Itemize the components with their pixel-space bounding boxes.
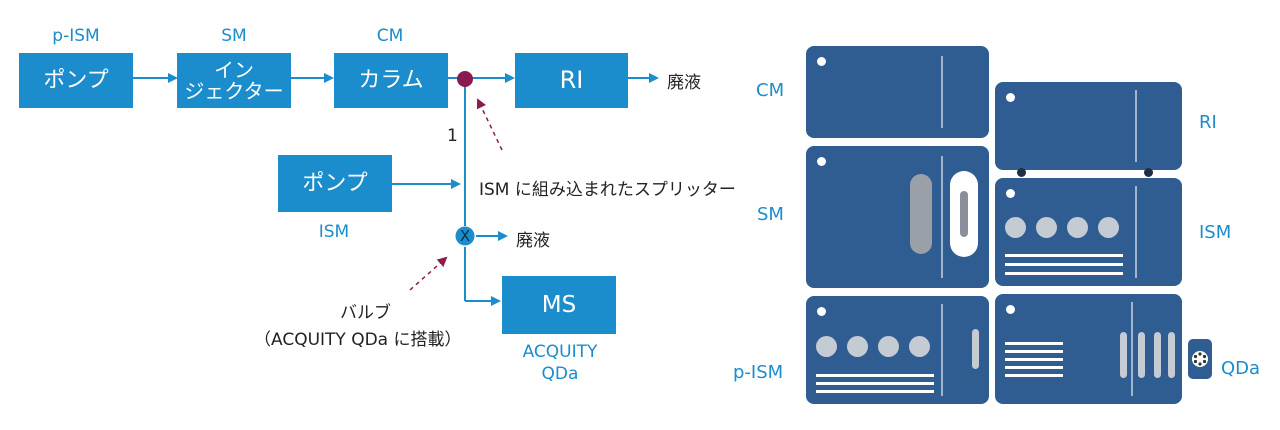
ism-port-2: [1036, 217, 1057, 238]
ism-label: ISM: [318, 222, 350, 242]
stack-cm-label: CM: [756, 80, 785, 101]
valve-pointer-arrow: [409, 256, 448, 291]
ism-unit: [995, 178, 1182, 286]
injector-box: イン ジェクター: [177, 53, 291, 108]
pism-port-1: [816, 336, 837, 357]
qda-label-line2: QDa: [541, 364, 579, 384]
ism-vent-2: [1005, 263, 1123, 266]
qda-indicator: [1006, 305, 1015, 314]
stack-pism-label: p-ISM: [733, 362, 784, 383]
ism-pump-box: ポンプ: [278, 155, 392, 212]
valve-symbol: X: [459, 227, 471, 245]
ism-vent-1: [1005, 254, 1123, 257]
cm-label: CM: [376, 26, 404, 46]
waste-mid-label: 廃液: [516, 231, 550, 251]
ri-foot-left: [1017, 168, 1026, 177]
qda-vent-2: [1005, 350, 1063, 353]
cm-indicator: [817, 57, 826, 66]
pism-port-3: [878, 336, 899, 357]
ri-box: RI: [515, 53, 628, 108]
stack-ism-label: ISM: [1199, 222, 1232, 243]
qda-vent-5: [1005, 374, 1063, 377]
qda-panel-line: [1131, 302, 1133, 396]
valve-circle: [455, 226, 475, 246]
cm-panel-line: [941, 56, 943, 128]
pism-port-4: [909, 336, 930, 357]
ism-port-3: [1067, 217, 1088, 238]
sm-handle-grip: [960, 191, 968, 237]
qda-connector-icon: [1192, 351, 1208, 367]
column-box: カラム: [334, 53, 448, 108]
injector-line2: ジェクター: [184, 78, 284, 103]
ms-box: MS: [502, 276, 616, 334]
pump-box: ポンプ: [19, 53, 133, 108]
qda-slot-4: [1168, 332, 1175, 378]
pism-panel-line: [941, 304, 943, 396]
qda-side-port: [1188, 339, 1212, 379]
split-number: 1: [447, 126, 458, 146]
cm-unit: [806, 46, 989, 138]
sm-label: SM: [221, 26, 247, 46]
qda-unit: [995, 294, 1182, 404]
pism-label: p-ISM: [52, 26, 100, 46]
ri-foot-right: [1144, 168, 1153, 177]
pism-port-2: [847, 336, 868, 357]
ism-panel-line: [1135, 186, 1137, 278]
sm-unit: [806, 146, 989, 288]
qda-slot-1: [1120, 332, 1127, 378]
pism-unit: [806, 296, 989, 404]
ism-port-1: [1005, 217, 1026, 238]
stack-qda-label: QDa: [1221, 358, 1261, 379]
ism-indicator: [1006, 189, 1015, 198]
valve-note-line1: バルブ: [340, 303, 391, 323]
sm-sample-door: [910, 174, 932, 254]
stack-sm-label: SM: [757, 204, 784, 225]
ism-vent-3: [1005, 272, 1123, 275]
pism-indicator: [817, 307, 826, 316]
qda-label-line1: ACQUITY: [522, 342, 598, 362]
ri-panel-line: [1135, 90, 1137, 162]
sm-handle: [950, 171, 978, 257]
qda-vent-4: [1005, 366, 1063, 369]
waste-top-label: 廃液: [667, 73, 701, 93]
qda-vent-1: [1005, 342, 1063, 345]
valve-note-line2: （ACQUITY QDa に搭載）: [254, 330, 462, 350]
sm-panel-line: [941, 156, 943, 278]
injector-line1: イン: [214, 57, 254, 82]
pism-handle: [972, 329, 979, 369]
sm-indicator: [817, 157, 826, 166]
ri-unit: [995, 82, 1182, 170]
pism-vent-1: [816, 374, 934, 377]
ri-indicator: [1006, 93, 1015, 102]
qda-vent-3: [1005, 358, 1063, 361]
stack-ri-label: RI: [1199, 112, 1217, 133]
splitter-dot: [457, 71, 473, 87]
qda-slot-2: [1138, 332, 1145, 378]
splitter-note: ISM に組み込まれたスプリッター: [479, 180, 736, 200]
splitter-pointer-arrow: [476, 98, 503, 151]
pism-vent-2: [816, 382, 934, 385]
qda-slot-3: [1154, 332, 1161, 378]
ism-port-4: [1098, 217, 1119, 238]
qda-label: ACQUITY QDa: [500, 341, 620, 385]
pism-vent-3: [816, 390, 934, 393]
